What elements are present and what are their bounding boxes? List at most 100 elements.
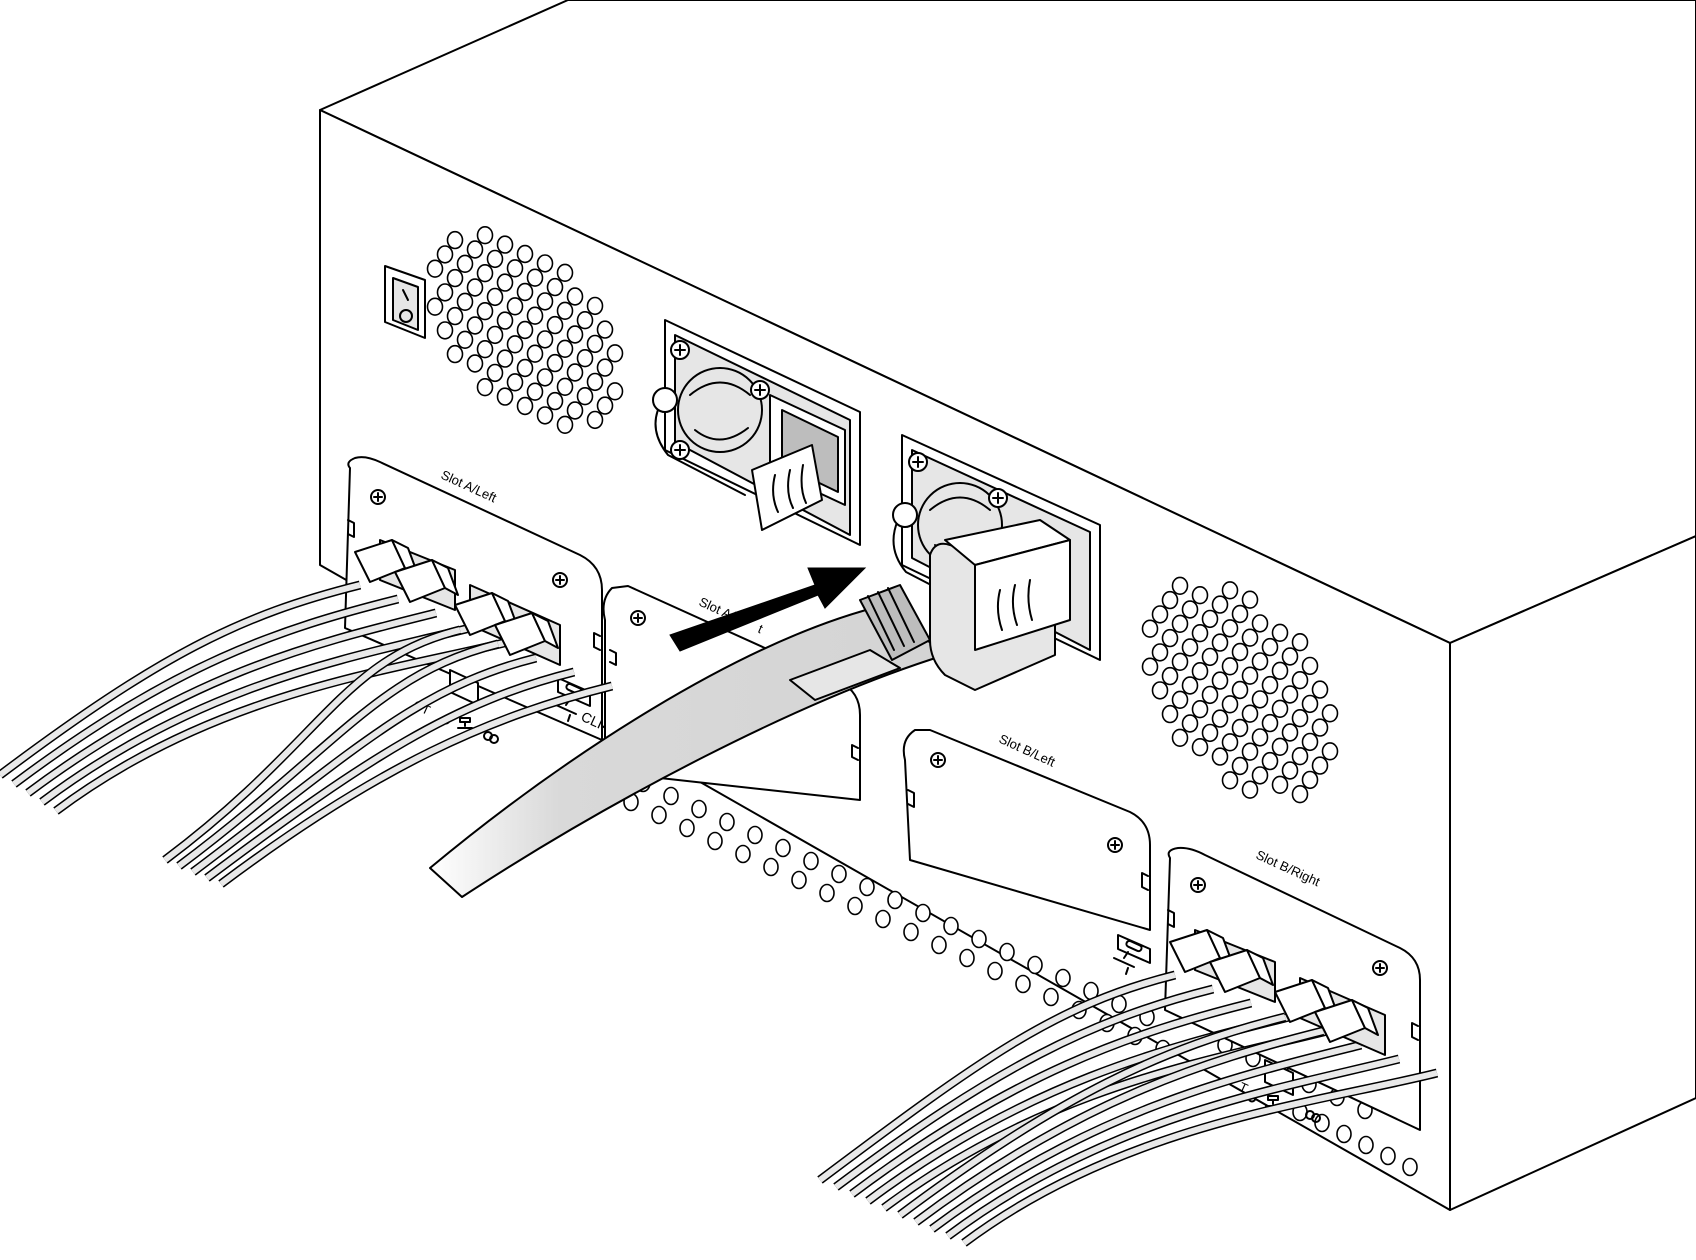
vent-hole (576, 349, 594, 368)
vent-hole (735, 844, 751, 864)
usb-port-b[interactable] (1117, 934, 1151, 964)
vent-hole (426, 297, 444, 316)
screw-icon (988, 488, 1008, 508)
vent-hole (1241, 590, 1259, 609)
vent-hole (586, 296, 604, 316)
cord-plug-body (929, 519, 1071, 691)
vent-hole (1301, 656, 1319, 676)
fiber-cable (946, 1056, 1400, 1239)
vent-hole (1141, 619, 1159, 638)
vent-hole (576, 387, 594, 406)
vent-hole (847, 896, 863, 916)
vent-hole (1321, 704, 1339, 723)
vent-hole (516, 320, 534, 340)
vent-hole (747, 825, 763, 845)
vent-hole (546, 391, 564, 411)
vent-hole (1291, 632, 1309, 652)
vent-hole (831, 864, 847, 884)
vent-hole (546, 353, 564, 373)
vent-hole (496, 273, 514, 292)
vent-hole (1261, 713, 1279, 733)
vent-hole (1191, 661, 1209, 681)
vent-hole (556, 377, 574, 396)
vent-hole (1271, 661, 1289, 680)
vent-hole (999, 942, 1015, 962)
vent-hole (596, 358, 614, 377)
vent-hole (456, 254, 474, 273)
vent-hole (1261, 675, 1279, 695)
vent-hole (763, 857, 779, 877)
vent-hole (586, 410, 604, 430)
vent-hole (476, 340, 494, 359)
vent-hole (506, 373, 524, 392)
vent-hole (1171, 728, 1189, 747)
vent-hole (943, 916, 959, 936)
lc-connector (1209, 949, 1274, 993)
vent-hole (556, 339, 574, 358)
vent-hole (1221, 733, 1239, 752)
vent-hole (819, 883, 835, 903)
vent-hole (1271, 775, 1289, 794)
power-supply-a (652, 319, 861, 546)
vent-hole (691, 799, 707, 819)
vent-hole (1161, 590, 1179, 610)
fiber-cable-bundle-b (817, 970, 1439, 1247)
vent-hole (506, 259, 524, 278)
vent-hole (516, 358, 534, 378)
power-switch[interactable] (384, 265, 426, 339)
vent-hole (1251, 766, 1269, 785)
vent-hole (596, 396, 614, 415)
vent-hole (1402, 1157, 1418, 1177)
vent-hole (1161, 628, 1179, 648)
vent-hole (1221, 581, 1239, 600)
vent-hole (1027, 955, 1043, 975)
vent-hole (1171, 652, 1189, 671)
vent-hole (1271, 737, 1289, 756)
power-cord (429, 519, 1071, 898)
vent-hole (1211, 747, 1229, 766)
vent-hole (466, 316, 484, 335)
vent-hole (576, 311, 594, 330)
vent-hole (566, 363, 584, 382)
fiber-cable (205, 669, 575, 881)
vent-hole (1281, 723, 1299, 742)
vent-hole (1261, 751, 1279, 771)
fiber-cable (0, 582, 361, 778)
vent-hole (1231, 756, 1249, 776)
vent-hole (931, 935, 947, 955)
vent-hole (476, 302, 494, 321)
fiber-cable (12, 596, 399, 787)
vent-grille-a (426, 226, 624, 434)
vent-hole (775, 838, 791, 858)
screw-icon (630, 610, 646, 626)
vent-hole (436, 283, 454, 302)
vent-hole (719, 812, 735, 832)
vent-hole (1015, 974, 1031, 994)
vent-hole (1201, 685, 1219, 705)
vent-hole (1261, 637, 1279, 657)
vent-hole (791, 870, 807, 890)
vent-hole (1171, 614, 1189, 633)
vent-hole (536, 368, 554, 387)
screw-icon (1107, 837, 1123, 853)
vent-hole (1291, 708, 1309, 728)
vent-hole (1201, 647, 1219, 667)
fiber-cable (850, 1000, 1252, 1197)
vent-hole (516, 244, 534, 264)
vent-hole (446, 268, 464, 288)
vent-hole (496, 311, 514, 330)
vent-hole (446, 230, 464, 250)
vent-hole (1191, 623, 1209, 643)
vent-hole (1241, 742, 1259, 761)
vent-hole (1201, 723, 1219, 743)
link-icon (1305, 1110, 1321, 1123)
vent-hole (1251, 690, 1269, 709)
vent-hole (1311, 718, 1329, 737)
fiber-cable (962, 1070, 1438, 1246)
vent-hole (1281, 647, 1299, 666)
vent-hole (476, 378, 494, 397)
screw-icon (1372, 960, 1388, 976)
vent-hole (803, 851, 819, 871)
retention-clip-b (892, 519, 961, 601)
